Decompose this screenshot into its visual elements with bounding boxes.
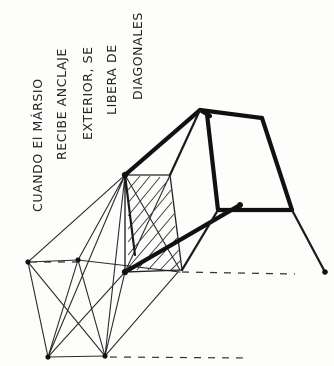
annotation-line-4: LIBERA DE <box>104 44 119 115</box>
ground-lines <box>30 262 295 358</box>
annotation-line-5: DIAGONALES <box>130 12 145 100</box>
annotation-line-1: CUANDO El MÁRSIO <box>30 78 45 212</box>
annotation-line-2: RECIBE ANCLAJE <box>54 48 69 160</box>
braced-lattice <box>28 175 180 357</box>
annotation: CUANDO El MÁRSIO RECIBE ANCLAJE EXTERIOR… <box>30 12 145 212</box>
frame-structure <box>125 110 325 272</box>
annotation-line-3: EXTERIOR, SE <box>80 46 95 140</box>
